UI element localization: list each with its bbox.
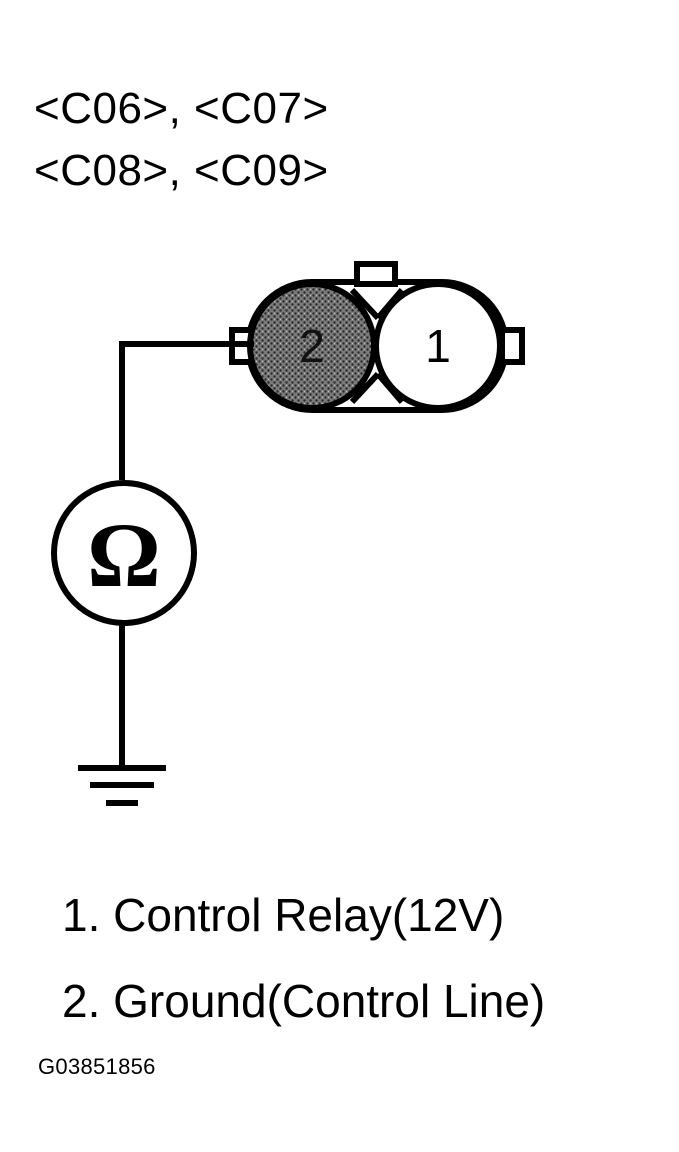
connector-id-line-2: <C08>, <C09> (34, 146, 329, 195)
ohm-symbol-icon: Ω (87, 504, 161, 606)
pin-1-label: 1 (425, 320, 451, 372)
pin-2-label: 2 (299, 320, 325, 372)
legend-item-2: 2. Ground(Control Line) (62, 975, 546, 1027)
connector-id-line-1: <C06>, <C07> (34, 84, 329, 133)
ground-icon (78, 765, 166, 806)
connector-id-list: <C06>, <C07> <C08>, <C09> (34, 78, 329, 202)
pin-2-terminal: 2 (247, 281, 377, 411)
test-lead-upper (119, 341, 254, 480)
figure-code: G03851856 (38, 1054, 156, 1079)
pin-1-terminal: 1 (373, 281, 503, 411)
ohmmeter: Ω (51, 480, 197, 626)
legend-item-1: 1. Control Relay(12V) (62, 889, 505, 941)
